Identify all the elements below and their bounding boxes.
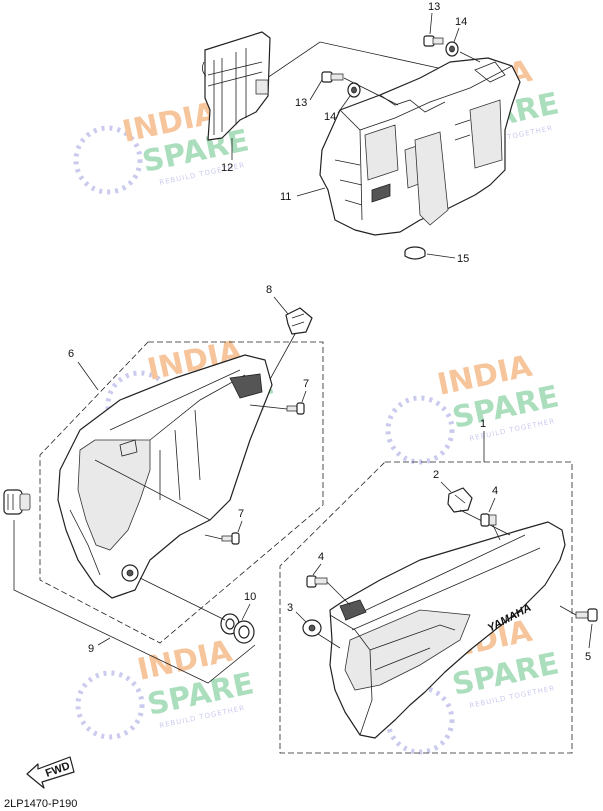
side-cover-part-6 bbox=[57, 354, 273, 599]
svg-text:7: 7 bbox=[238, 508, 244, 520]
svg-text:9: 9 bbox=[88, 643, 94, 655]
callout-14-middle: 14 bbox=[324, 95, 351, 123]
callout-9-bracket bbox=[13, 520, 256, 684]
callout-6: 6 bbox=[68, 348, 99, 391]
callout-4-lower: 4 bbox=[312, 551, 324, 576]
clip-part-8 bbox=[285, 307, 313, 335]
svg-text:14: 14 bbox=[455, 16, 467, 28]
svg-text:12: 12 bbox=[221, 162, 233, 174]
svg-text:13: 13 bbox=[295, 97, 307, 109]
washer-part-14-upper bbox=[445, 41, 459, 57]
svg-text:15: 15 bbox=[457, 253, 469, 265]
callout-4-upper: 4 bbox=[488, 485, 498, 513]
svg-text:6: 6 bbox=[68, 348, 74, 360]
svg-text:14: 14 bbox=[324, 111, 336, 123]
bolt-part-13-upper bbox=[423, 35, 444, 47]
watermark-logo-icon bbox=[75, 670, 145, 740]
screw-part-4-upper bbox=[480, 513, 497, 527]
callout-9: 9 bbox=[88, 637, 111, 655]
callout-10: 10 bbox=[241, 591, 256, 621]
svg-text:13: 13 bbox=[428, 1, 440, 13]
svg-text:1: 1 bbox=[480, 418, 486, 430]
svg-text:10: 10 bbox=[244, 591, 256, 603]
screw-part-7-upper bbox=[286, 402, 305, 415]
left-cover-group-box bbox=[39, 341, 324, 644]
callout-7-lower: 7 bbox=[237, 508, 244, 533]
watermark-logo-icon bbox=[73, 125, 143, 195]
watermark-logo-icon bbox=[385, 395, 455, 465]
callout-2: 2 bbox=[433, 469, 452, 493]
svg-text:5: 5 bbox=[585, 651, 591, 663]
screw-part-7-lower bbox=[221, 532, 240, 545]
callout-12: 12 bbox=[221, 138, 233, 174]
callout-8: 8 bbox=[266, 284, 289, 315]
callout-13-middle: 13 bbox=[295, 79, 323, 109]
bolt-part-13-middle bbox=[321, 71, 344, 83]
svg-text:2: 2 bbox=[433, 469, 439, 481]
callout-3: 3 bbox=[287, 602, 307, 623]
nut-part-2 bbox=[447, 487, 473, 513]
watermark-middle-right: INDIA SPARE REBUILD TOGETHER bbox=[385, 349, 562, 465]
watermark-bottom-left: INDIA SPARE REBUILD TOGETHER bbox=[75, 634, 257, 740]
grommet-part-15 bbox=[404, 246, 426, 260]
grommet-part-10 bbox=[220, 613, 255, 644]
svg-text:11: 11 bbox=[280, 191, 291, 203]
svg-text:3: 3 bbox=[287, 602, 293, 614]
screw-part-4-lower bbox=[306, 575, 328, 588]
case-part-11 bbox=[319, 57, 521, 236]
callout-7-upper: 7 bbox=[301, 378, 309, 403]
callout-14-upper: 14 bbox=[453, 16, 467, 43]
diagram-code: 2LP1470-P190 bbox=[4, 798, 77, 810]
callout-5: 5 bbox=[585, 623, 593, 663]
callout-1: 1 bbox=[480, 418, 486, 462]
right-cover-group-box bbox=[279, 461, 573, 754]
bolt-part-5 bbox=[575, 608, 598, 622]
svg-text:4: 4 bbox=[492, 485, 498, 497]
svg-text:7: 7 bbox=[303, 378, 309, 390]
forward-direction-icon: FWD bbox=[26, 756, 75, 789]
svg-text:4: 4 bbox=[318, 551, 324, 563]
bracket-part-12 bbox=[202, 31, 271, 141]
cap-part-9 bbox=[3, 489, 31, 515]
grommet-part-3 bbox=[302, 619, 322, 637]
svg-text:8: 8 bbox=[266, 284, 272, 296]
callout-11: 11 bbox=[280, 187, 326, 203]
callout-13-upper: 13 bbox=[428, 1, 440, 35]
callout-15: 15 bbox=[426, 253, 469, 265]
watermark-top: INDIA SPARE REBUILD TOGETHER bbox=[73, 96, 252, 195]
washer-part-14-middle bbox=[347, 82, 361, 98]
watermark-logo-icon bbox=[385, 685, 455, 755]
